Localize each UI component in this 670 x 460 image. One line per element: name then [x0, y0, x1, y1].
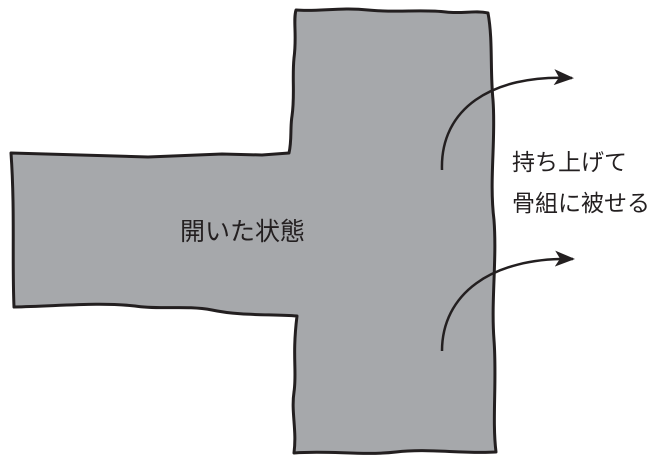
instruction-line-1: 持ち上げて — [512, 150, 627, 176]
lift-arrow-icon — [440, 69, 574, 171]
lift-arrow-icon — [440, 250, 575, 352]
open-state-label: 開いた状態 — [180, 217, 305, 246]
cover-shape — [9, 7, 498, 455]
instruction-line-2: 骨組に被せる — [512, 191, 650, 217]
